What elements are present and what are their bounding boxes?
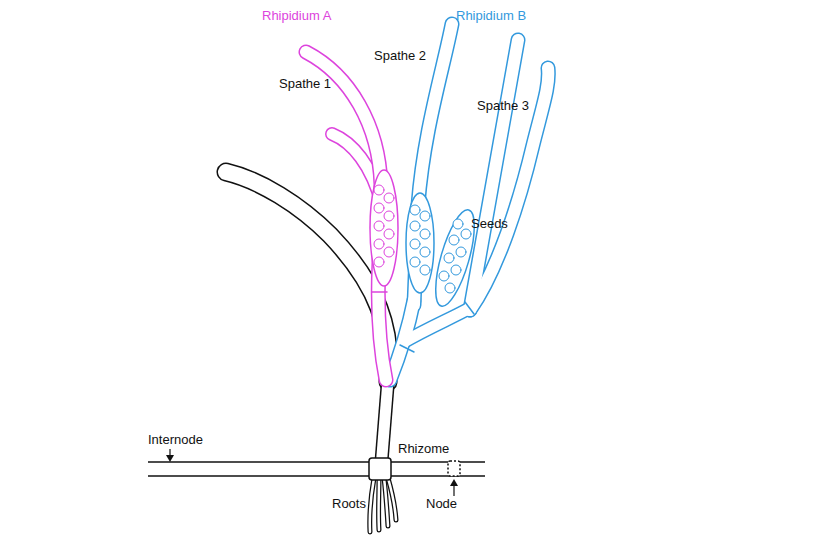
seed [384, 193, 394, 203]
seed-capsule [406, 193, 434, 293]
spathe-fill [470, 40, 518, 310]
seed [410, 205, 420, 215]
branch-fill [404, 308, 470, 342]
seed [449, 235, 459, 245]
root-outline [388, 478, 396, 520]
seed [374, 257, 384, 267]
seed [461, 229, 471, 239]
seed [420, 247, 430, 257]
seed [420, 229, 430, 239]
roots [370, 478, 396, 532]
seed [453, 219, 463, 229]
seed [439, 271, 449, 281]
root-fill [384, 478, 388, 526]
seed [384, 229, 394, 239]
seed [374, 203, 384, 213]
arrow-head [166, 455, 174, 462]
seed [384, 247, 394, 257]
rhizome-node-joint [369, 458, 391, 480]
leaf [226, 172, 389, 382]
rhizome-edge [148, 461, 485, 463]
seed-capsule [370, 170, 398, 286]
leaf-outline [226, 172, 389, 382]
stem-outline [381, 380, 388, 468]
seed [445, 283, 455, 293]
seed [420, 265, 430, 275]
seed [410, 221, 420, 231]
rhizome-node [448, 461, 460, 476]
part-label: Seeds [471, 216, 508, 231]
seeds [439, 219, 471, 293]
seed [456, 247, 466, 257]
arrow-head [450, 479, 458, 486]
part-label: Spathe 2 [374, 48, 426, 63]
root-fill [370, 478, 374, 532]
rhizome [148, 458, 485, 480]
part-label: Spathe 1 [279, 76, 331, 91]
root-fill [377, 478, 380, 530]
part-label: Internode [148, 432, 203, 447]
seed [420, 211, 430, 221]
rhipidium-b [390, 24, 548, 380]
stem-fill [381, 380, 388, 468]
group-label: Rhipidium B [456, 8, 526, 23]
seed [374, 185, 384, 195]
root-outline [376, 478, 381, 530]
seed [384, 211, 394, 221]
root-outline [370, 478, 374, 532]
joint [400, 345, 414, 352]
leader-arrows [166, 449, 458, 496]
part-label: Roots [332, 496, 366, 511]
joint [372, 291, 387, 293]
part-label: Spathe 3 [477, 98, 529, 113]
seed [374, 221, 384, 231]
part-label: Rhizome [398, 441, 449, 456]
root-fill [388, 478, 396, 520]
group-label: Rhipidium A [262, 8, 331, 23]
joint [465, 302, 474, 314]
seed [444, 253, 454, 263]
leaf-fill [226, 172, 389, 382]
rhipidium-a [306, 52, 398, 380]
part-label: Node [426, 496, 457, 511]
seed [410, 239, 420, 249]
seed [451, 265, 461, 275]
seed [410, 257, 420, 267]
stem [381, 380, 395, 468]
rhizome-edge [148, 475, 485, 477]
seeds [410, 205, 430, 275]
seed [374, 239, 384, 249]
seeds [374, 185, 394, 267]
